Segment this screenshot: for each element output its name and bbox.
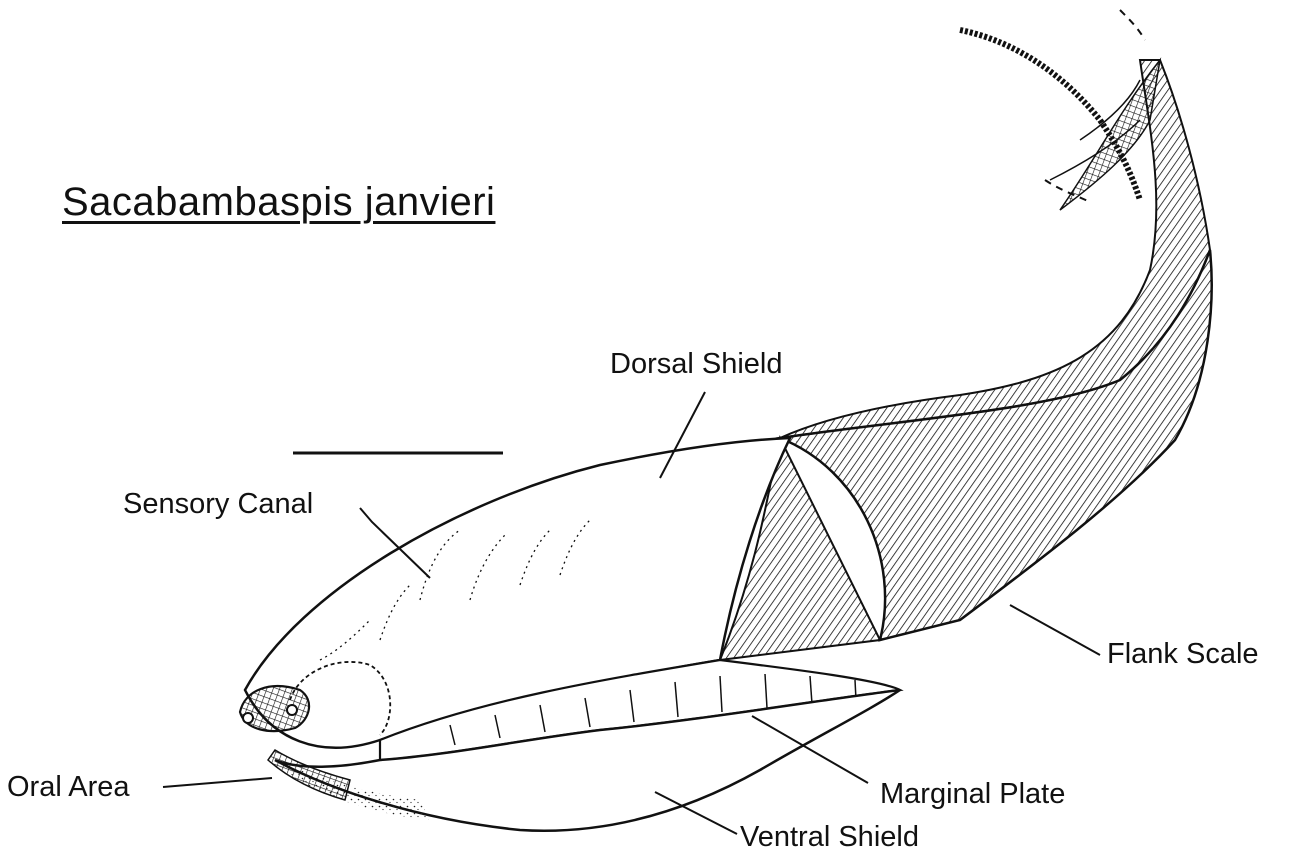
diagram-title: Sacabambaspis janvieri xyxy=(62,180,495,225)
flank-scales xyxy=(720,10,1212,660)
label-ventral-shield: Ventral Shield xyxy=(740,823,919,852)
flank-scale-leader xyxy=(1010,605,1100,655)
label-sensory-canal: Sensory Canal xyxy=(123,490,313,519)
label-flank-scale: Flank Scale xyxy=(1107,640,1259,669)
label-marginal-plate: Marginal Plate xyxy=(880,780,1065,809)
oral-area-leader xyxy=(163,778,272,787)
label-oral-area: Oral Area xyxy=(7,773,130,802)
label-dorsal-shield: Dorsal Shield xyxy=(610,350,782,379)
